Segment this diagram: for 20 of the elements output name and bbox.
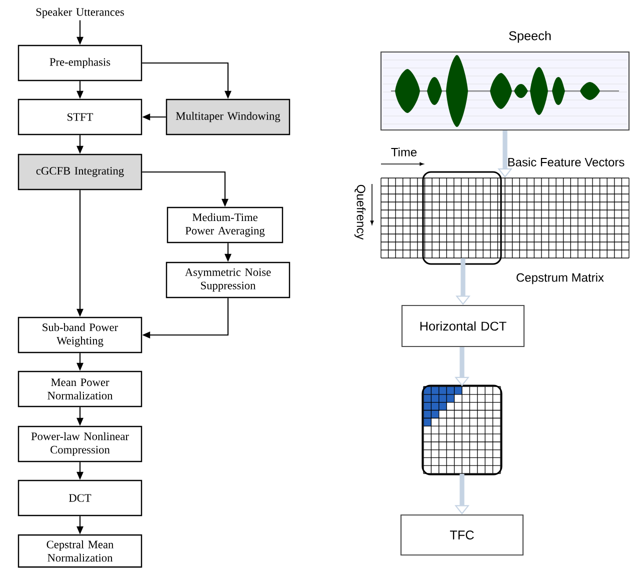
matrix-drawing [422,384,502,476]
process-box: Horizontal DCT [401,304,525,348]
process-box: Cepstral Mean Normalization [18,534,142,568]
process-box: TFC [400,514,524,556]
process-box: cGCFB Integrating [18,154,142,190]
process-box: Power-law Nonlinear Compression [18,426,142,462]
process-box: Asymmetric Noise Suppression [166,262,290,298]
process-box: STFT [18,98,142,136]
process-box: Multitaper Windowing [166,98,290,136]
panel-heading: Speech [509,30,551,43]
input-label: Speaker Utterances [36,8,124,18]
process-box: Medium-Time Power Averaging [166,206,284,244]
process-box: Pre-emphasis [18,44,142,82]
process-box: Mean Power Normalization [18,370,142,408]
process-box: Sub-band Power Weighting [18,316,142,354]
axis-label: Time [391,148,417,156]
matrix-caption: Cepstrum Matrix [516,272,604,284]
process-box: DCT [18,480,142,516]
axis-label: Quefrency [354,184,366,240]
matrix-label: Basic Feature Vectors [508,158,624,166]
